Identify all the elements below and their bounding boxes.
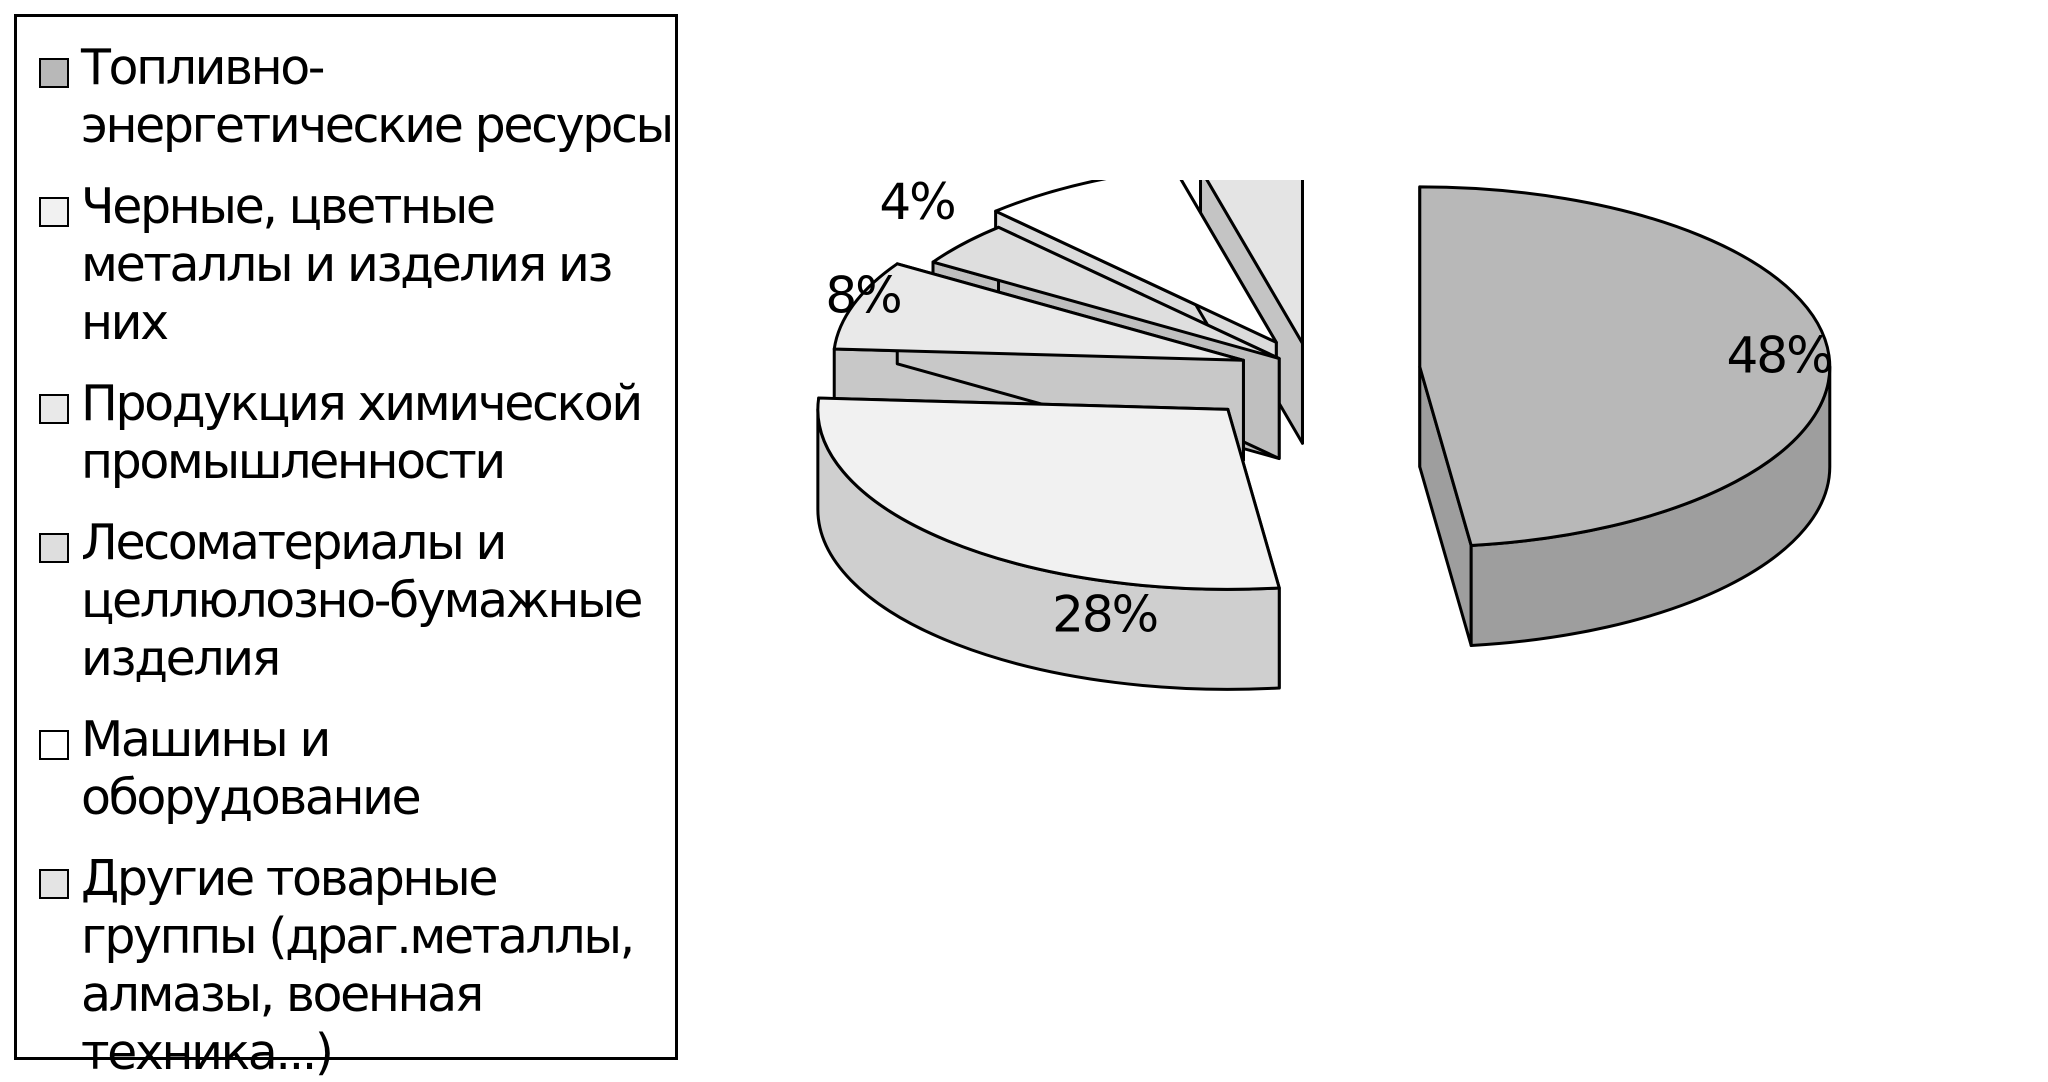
legend-item-fuel: Топливно-энергетические ресурсы xyxy=(39,39,675,155)
legend-item-metals: Черные, цветные металлы и изделия из них xyxy=(39,178,675,352)
legend-label-metals: Черные, цветные металлы и изделия из них xyxy=(81,178,613,351)
data-label-machinery: 8% xyxy=(1046,180,1121,186)
legend-item-timber: Лесоматериалы и целлюлозно-бумажные изде… xyxy=(39,514,675,688)
legend-swatch-machinery xyxy=(39,730,69,760)
data-label-timber: 4% xyxy=(879,180,954,231)
legend-swatch-other xyxy=(39,869,69,899)
legend-item-machinery: Машины и оборудование xyxy=(39,711,675,827)
data-label-fuel: 48% xyxy=(1727,327,1832,385)
pie-data-labels: 48%28%8%4%8%4% xyxy=(825,180,1833,644)
legend-label-other: Другие товарные группы (драг.металлы, ал… xyxy=(81,850,635,1081)
legend-item-chemical: Продукция химической промышленности xyxy=(39,375,675,491)
data-label-metals: 28% xyxy=(1052,586,1157,644)
legend-label-machinery: Машины и оборудование xyxy=(81,711,422,826)
legend-item-other: Другие товарные группы (драг.металлы, ал… xyxy=(39,850,675,1082)
legend-label-fuel: Топливно-энергетические ресурсы xyxy=(81,39,674,154)
pie-slices xyxy=(816,180,1832,691)
data-label-chemical: 8% xyxy=(825,266,900,324)
chart-legend: Топливно-энергетические ресурсы Черные, … xyxy=(14,14,678,1081)
legend-label-chemical: Продукция химической промышленности xyxy=(81,375,643,490)
legend-label-timber: Лесоматериалы и целлюлозно-бумажные изде… xyxy=(81,514,643,687)
pie-chart: 48%28%8%4%8%4% xyxy=(816,180,1834,691)
legend-swatch-fuel xyxy=(39,58,69,88)
legend-swatch-metals xyxy=(39,197,69,227)
pie-slice-fuel xyxy=(1418,185,1832,647)
pie-slice-metals xyxy=(816,396,1281,691)
legend-swatch-timber xyxy=(39,533,69,563)
legend-swatch-chemical xyxy=(39,394,69,424)
